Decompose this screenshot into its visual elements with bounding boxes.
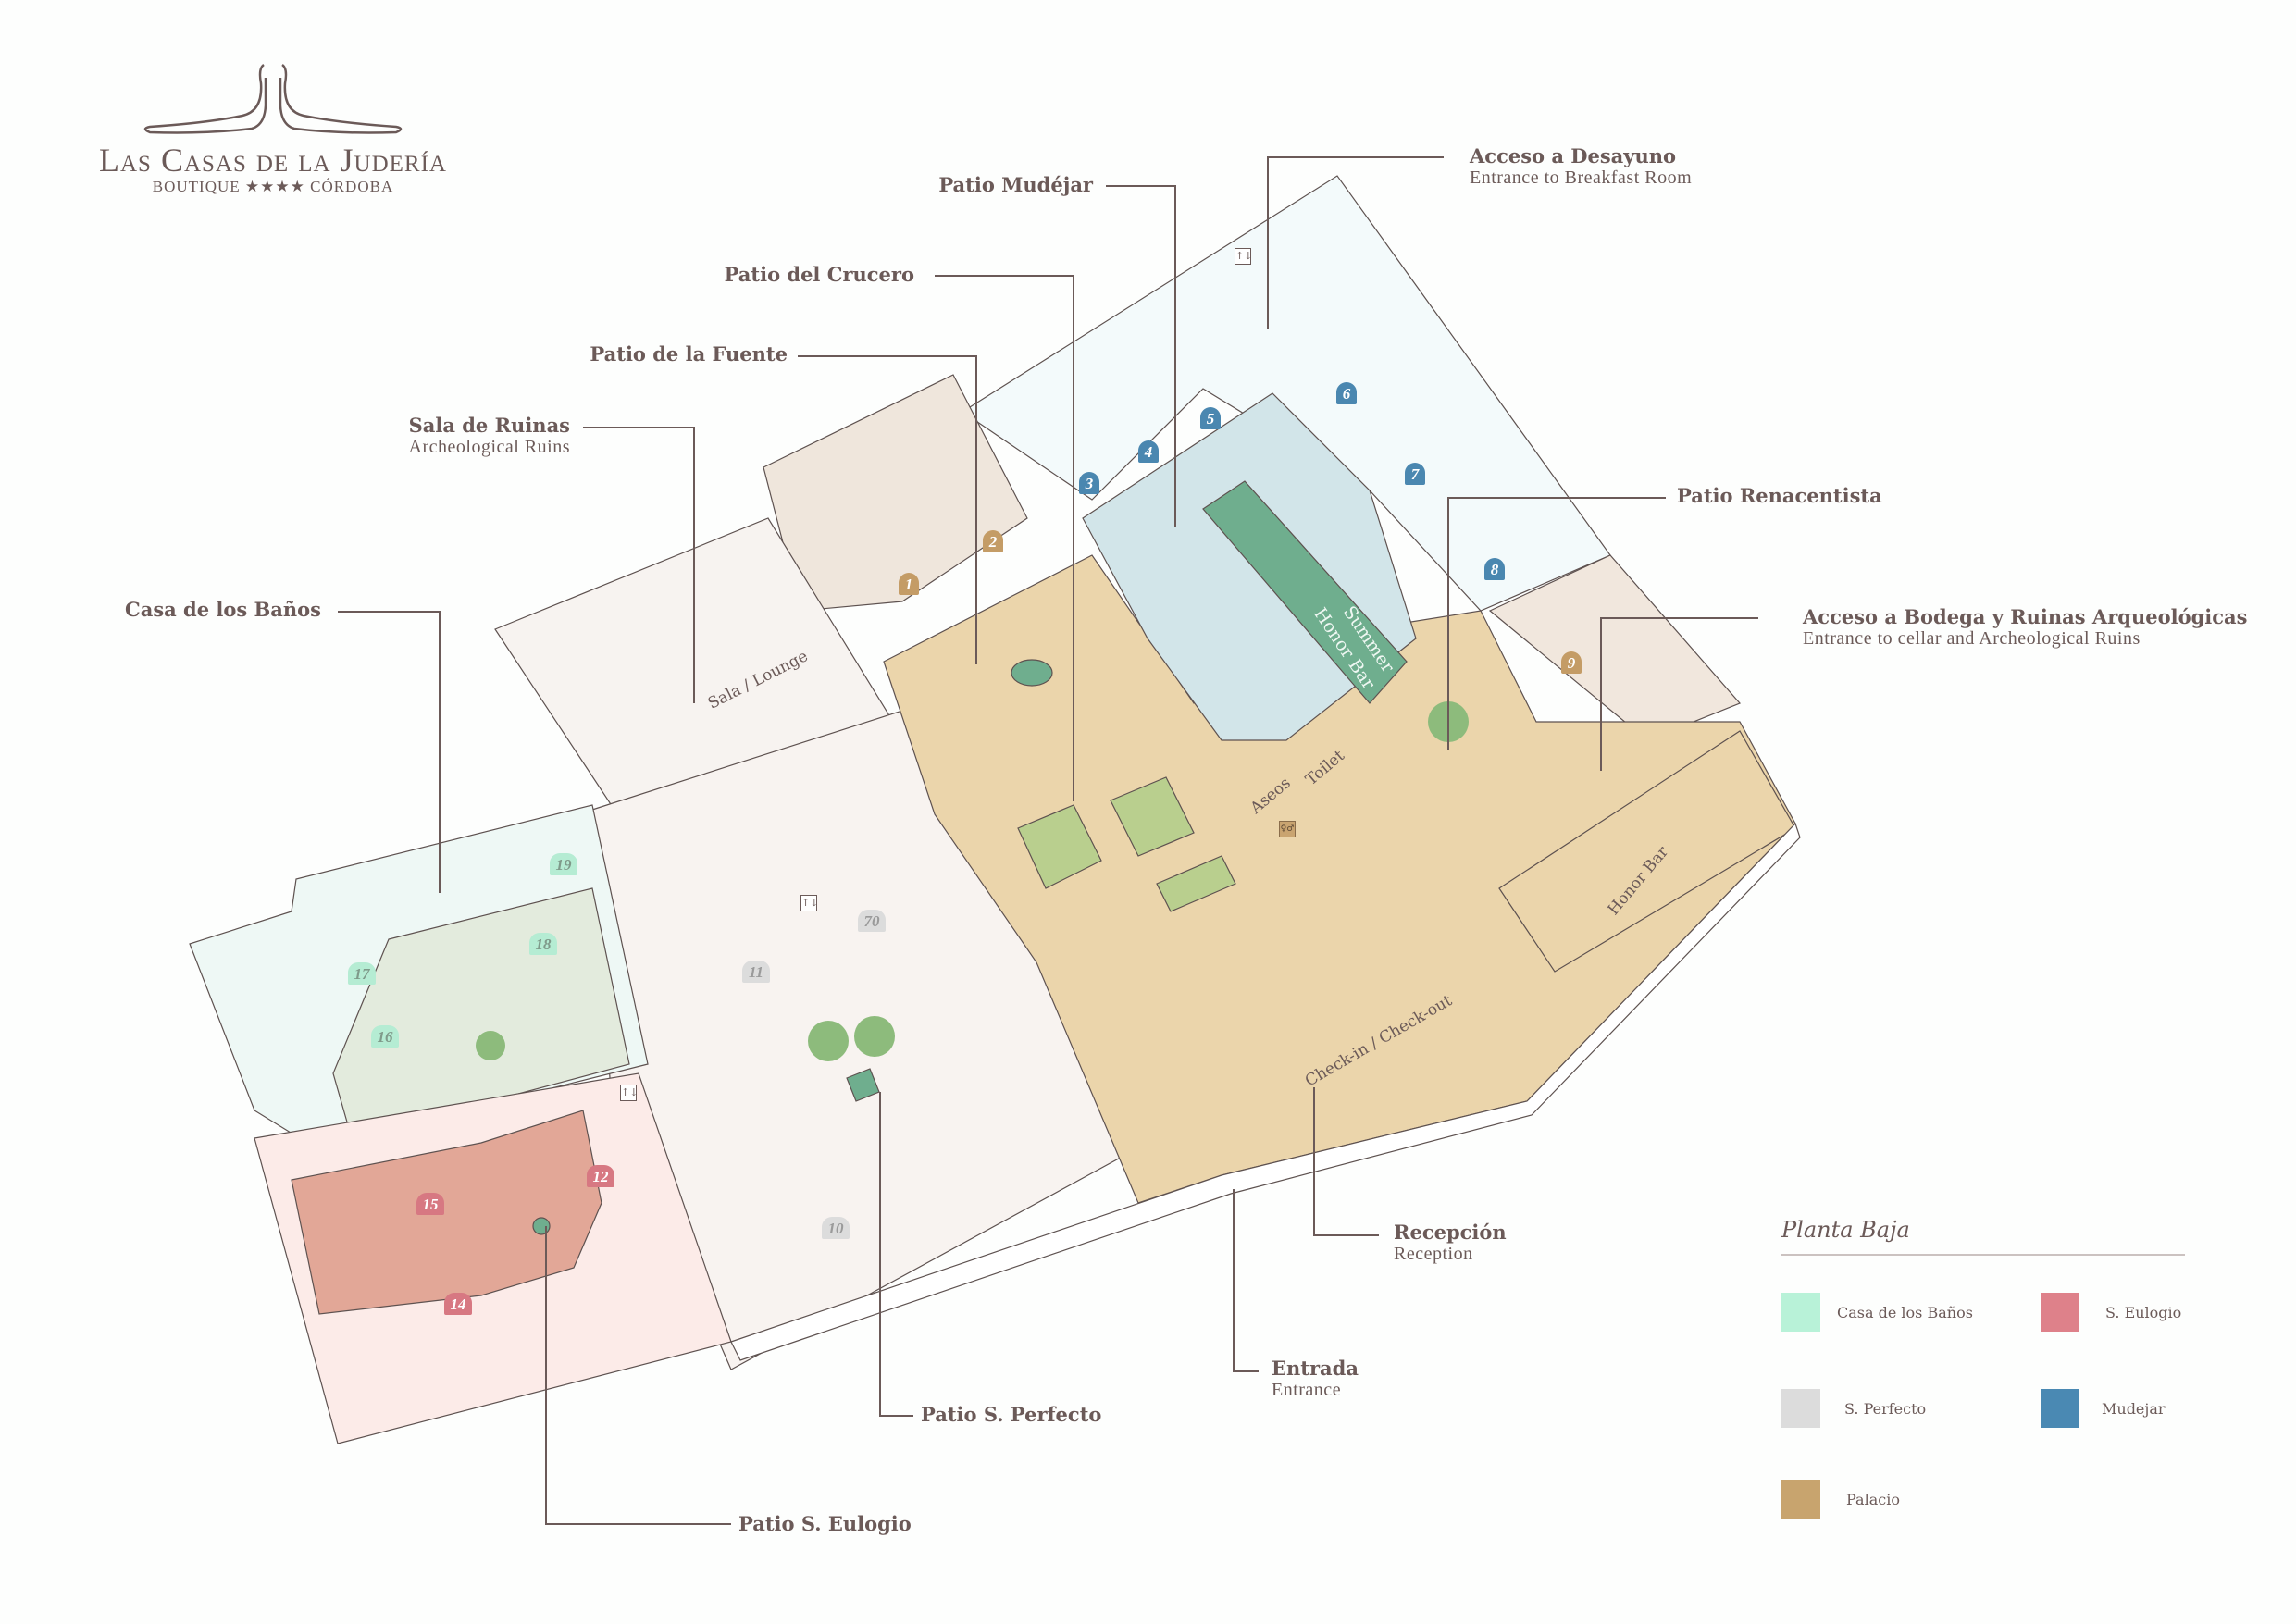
garden-bed-1 xyxy=(1017,804,1102,889)
legend-swatch xyxy=(1781,1480,1820,1519)
restroom-icon: ♀♂ xyxy=(1279,821,1296,837)
legend-swatch xyxy=(2041,1389,2079,1428)
legend-item-mudejar: Mudejar xyxy=(2041,1389,2166,1428)
room-badge-1[interactable]: 1 xyxy=(899,573,919,595)
room-badge-19[interactable]: 19 xyxy=(550,853,577,875)
label-entrada[interactable]: Entrada Entrance xyxy=(1272,1357,1359,1401)
label-patio-crucero[interactable]: Patio del Crucero xyxy=(724,263,914,286)
label-patio-mudejar[interactable]: Patio Mudéjar xyxy=(938,173,1093,196)
legend-item-palacio: Palacio xyxy=(1781,1480,1900,1519)
peacock-logo-icon xyxy=(143,63,403,134)
label-patio-perfecto[interactable]: Patio S. Perfecto xyxy=(921,1403,1102,1426)
legend-swatch xyxy=(1781,1389,1820,1428)
logo-subtitle: BOUTIQUE ★★★★ CÓRDOBA xyxy=(152,178,394,195)
summer-pool xyxy=(1202,480,1408,704)
room-badge-18[interactable]: 18 xyxy=(529,933,557,955)
area-palacio-right xyxy=(1488,554,1742,741)
logo-name: Las Casas de la Judería xyxy=(99,142,447,179)
room-badge-14[interactable]: 14 xyxy=(444,1293,472,1315)
room-badge-4[interactable]: 4 xyxy=(1138,440,1159,463)
legend-title: Planta Baja xyxy=(1781,1217,1910,1243)
room-badge-70[interactable]: 70 xyxy=(858,910,886,932)
elevator-icon: ↑↓ xyxy=(1235,248,1252,265)
leader-patio-eulogio xyxy=(545,1226,731,1525)
legend-swatch xyxy=(2041,1293,2079,1332)
eulogio-well xyxy=(532,1217,551,1235)
label-casa-banos[interactable]: Casa de los Baños xyxy=(125,598,321,621)
legend-swatch xyxy=(1781,1293,1820,1332)
label-patio-eulogio[interactable]: Patio S. Eulogio xyxy=(738,1512,912,1535)
leader-recepcion xyxy=(1313,1087,1379,1236)
tree xyxy=(476,1031,505,1060)
leader-entrada xyxy=(1233,1189,1259,1372)
elevator-icon: ↑↓ xyxy=(620,1085,638,1101)
room-badge-5[interactable]: 5 xyxy=(1200,407,1221,429)
leader-sala-ruinas xyxy=(583,427,695,703)
room-badge-16[interactable]: 16 xyxy=(371,1025,399,1048)
legend-divider xyxy=(1781,1254,2185,1256)
label-patio-fuente[interactable]: Patio de la Fuente xyxy=(590,342,788,366)
room-badge-10[interactable]: 10 xyxy=(822,1217,850,1239)
label-recepcion[interactable]: Recepción Reception xyxy=(1394,1221,1507,1265)
legend-item-casa-banos: Casa de los Baños xyxy=(1781,1293,1973,1332)
legend-item-s-eulogio: S. Eulogio xyxy=(2041,1293,2181,1332)
legend: Planta Baja Casa de los Baños S. Eulogio… xyxy=(1781,1217,2189,1519)
room-badge-12[interactable]: 12 xyxy=(587,1165,614,1187)
leader-patio-fuente xyxy=(798,355,977,664)
room-badge-15[interactable]: 15 xyxy=(416,1193,444,1215)
leader-acceso-bodega xyxy=(1600,617,1758,771)
room-badge-3[interactable]: 3 xyxy=(1079,472,1099,494)
room-badge-11[interactable]: 11 xyxy=(742,961,770,983)
leader-patio-renacentista xyxy=(1447,497,1666,750)
room-badge-2[interactable]: 2 xyxy=(983,530,1003,552)
logo: Las Casas de la Judería BOUTIQUE ★★★★ CÓ… xyxy=(69,56,477,196)
room-badge-9[interactable]: 9 xyxy=(1561,651,1582,674)
legend-item-s-perfecto: S. Perfecto xyxy=(1781,1389,1926,1428)
garden-bed-2 xyxy=(1110,776,1195,857)
garden-bed-3 xyxy=(1156,855,1236,912)
room-badge-17[interactable]: 17 xyxy=(348,962,376,985)
tree xyxy=(854,1016,895,1057)
elevator-icon: ↑↓ xyxy=(800,895,818,911)
label-sala-ruinas[interactable]: Sala de Ruinas Archeological Ruins xyxy=(408,414,570,458)
room-badge-6[interactable]: 6 xyxy=(1336,382,1357,404)
leader-casa-banos xyxy=(338,611,441,893)
outer-wall-bottom xyxy=(730,822,1801,1361)
room-badge-8[interactable]: 8 xyxy=(1484,558,1505,580)
room-badge-7[interactable]: 7 xyxy=(1405,463,1425,485)
leader-acceso-desayuno xyxy=(1267,156,1444,329)
area-eulogio-patio xyxy=(291,1110,602,1315)
tree xyxy=(808,1021,849,1061)
leader-patio-crucero xyxy=(935,275,1074,801)
label-acceso-desayuno[interactable]: Acceso a Desayuno Entrance to Breakfast … xyxy=(1470,144,1693,189)
leader-patio-perfecto xyxy=(879,1092,913,1417)
label-acceso-bodega[interactable]: Acceso a Bodega y Ruinas Arqueológicas E… xyxy=(1803,605,2248,650)
fountain xyxy=(1011,659,1053,687)
leader-patio-mudejar xyxy=(1106,185,1176,527)
label-patio-renacentista[interactable]: Patio Renacentista xyxy=(1677,484,1882,507)
